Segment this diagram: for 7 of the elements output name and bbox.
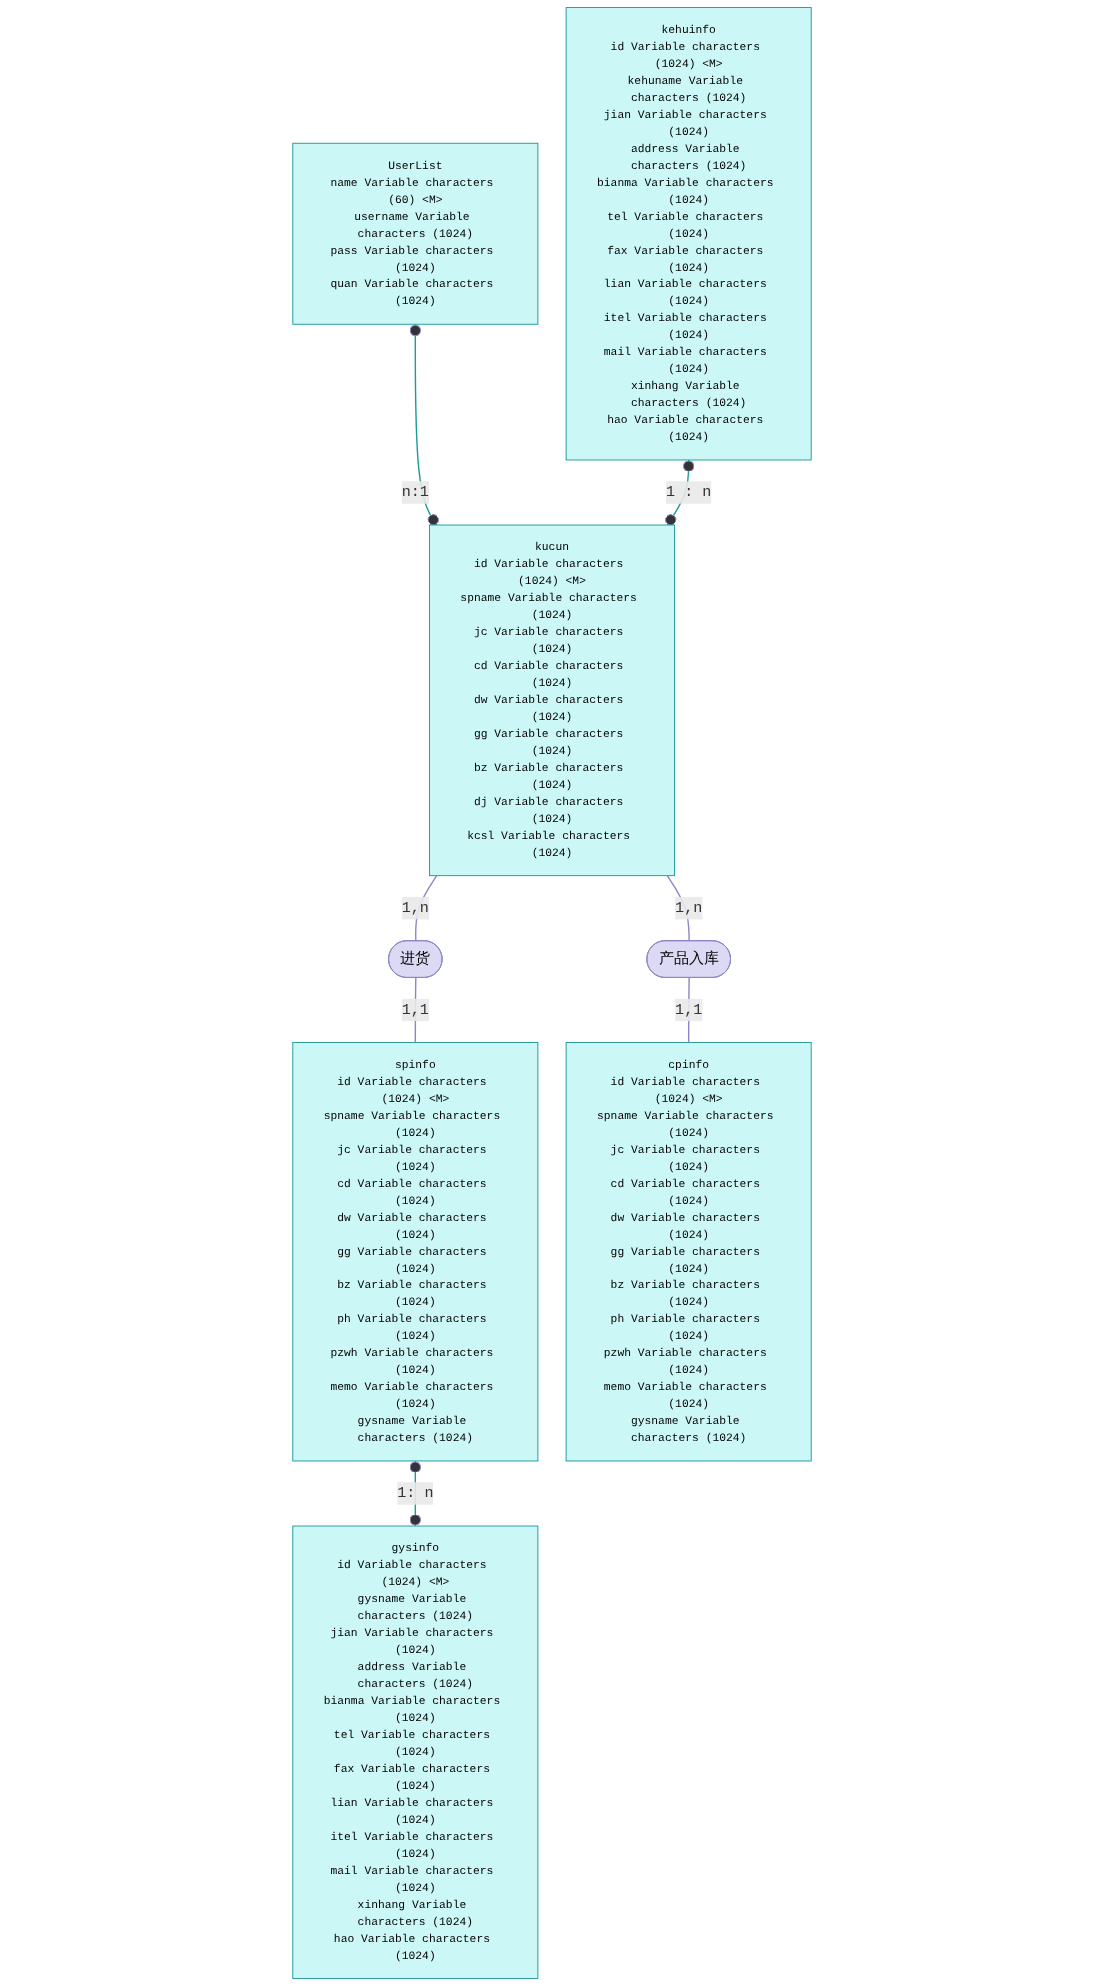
connector	[415, 874, 438, 942]
connector	[687, 977, 690, 1044]
connector	[666, 874, 690, 942]
connector	[409, 1460, 422, 1527]
connector	[665, 459, 695, 526]
connector	[414, 977, 417, 1044]
connector	[409, 323, 439, 526]
